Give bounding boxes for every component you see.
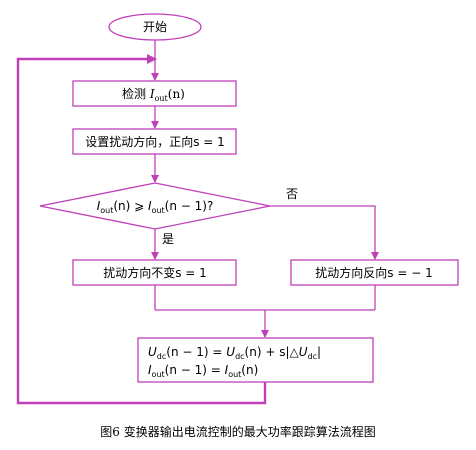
figure-caption: 图6 变换器输出电流控制的最大功率跟踪算法流程图 [100,424,375,439]
keep-direction-node: 扰动方向不变s = 1 [72,259,237,286]
reverse-direction-label: 扰动方向反向s = − 1 [315,265,432,280]
update-node: Udc(n − 1) = Udc(n) + s|△Udc| Iout(n − 1… [137,337,374,383]
perturb-node: 设置扰动方向，正向s = 1 [72,128,237,155]
decision-label: Iout(n) ⩾ Iout(n − 1)? [97,199,214,215]
update-line2: Iout(n − 1) = Iout(n) [148,363,258,379]
loop-arrowhead [147,54,157,64]
no-label: 否 [286,187,298,201]
start-node: 开始 [108,13,202,41]
detect-label: 检测 Iout(n) [122,86,185,103]
edge-loop-back [16,57,267,405]
detect-node: 检测 Iout(n) [72,80,237,107]
update-line1: Udc(n − 1) = Udc(n) + s|△Udc| [148,345,321,361]
perturb-label: 设置扰动方向，正向s = 1 [85,134,225,149]
reverse-direction-node: 扰动方向反向s = − 1 [290,259,459,286]
start-label: 开始 [143,20,167,34]
keep-direction-label: 扰动方向不变s = 1 [103,265,207,280]
decision-node: Iout(n) ⩾ Iout(n − 1)? [39,182,271,230]
yes-label: 是 [162,232,174,246]
edge-no [270,205,379,260]
